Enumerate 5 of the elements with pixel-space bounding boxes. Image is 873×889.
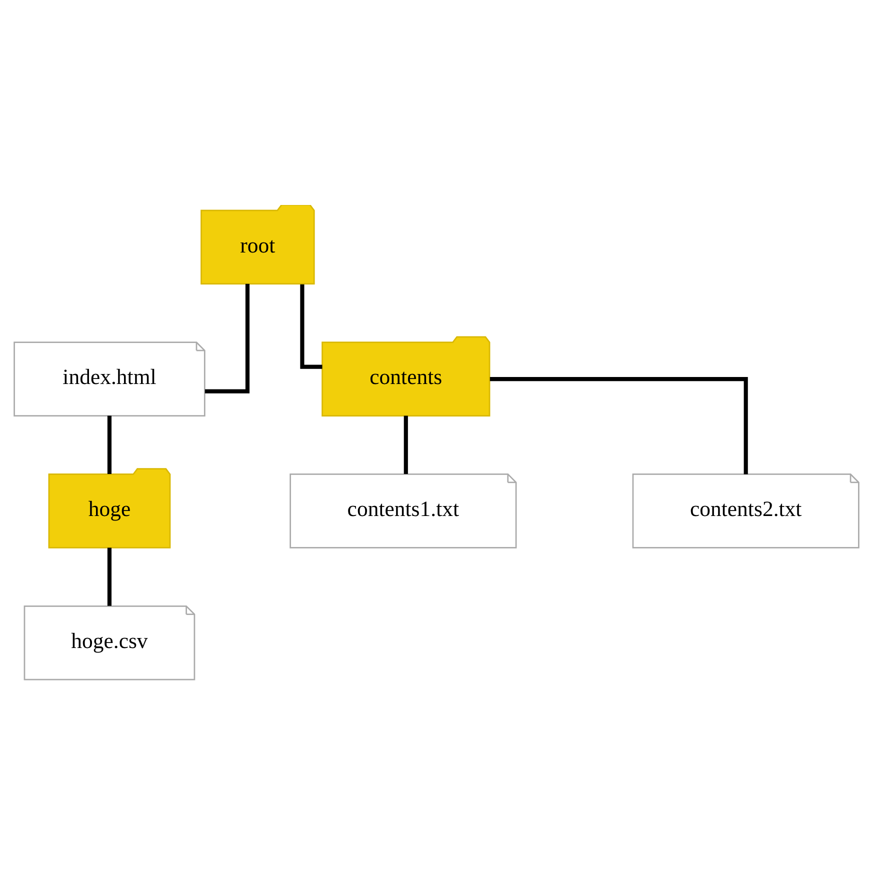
connector [404,415,408,474]
connector [490,376,748,474]
connector [107,415,112,474]
connector [107,547,112,606]
connector [204,283,250,393]
